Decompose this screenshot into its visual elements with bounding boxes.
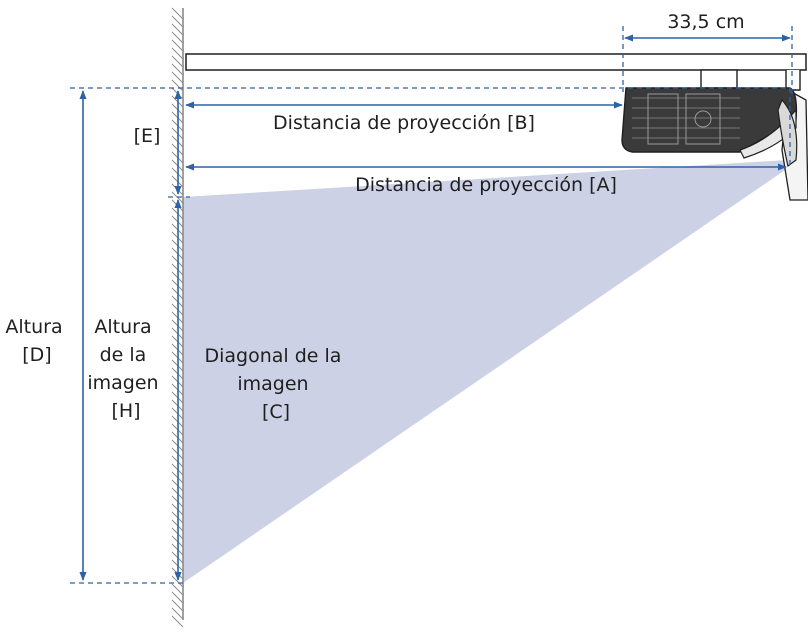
hatch-stroke bbox=[171, 55, 184, 68]
projector-body bbox=[621, 87, 798, 168]
hatch-stroke bbox=[171, 575, 184, 588]
hatch-stroke bbox=[171, 15, 184, 28]
hatch-stroke bbox=[171, 591, 184, 604]
width-dimension-label: 33,5 cm bbox=[667, 11, 744, 33]
ceiling-bar bbox=[185, 53, 807, 71]
throw-distance-b-label: Distancia de proyección [B] bbox=[273, 112, 535, 134]
throw-distance-a-label: Distancia de proyección [A] bbox=[355, 174, 617, 196]
dimension-lines bbox=[79, 34, 791, 581]
hatch-stroke bbox=[171, 63, 184, 76]
hatch-stroke bbox=[171, 599, 184, 612]
hatch-stroke bbox=[171, 31, 184, 44]
reference-lines bbox=[70, 26, 793, 584]
offset-e-label: [E] bbox=[134, 125, 161, 147]
hatch-stroke bbox=[171, 615, 184, 628]
hatch-stroke bbox=[171, 583, 184, 596]
hatch-stroke bbox=[171, 39, 184, 52]
hatch-stroke bbox=[171, 23, 184, 36]
height-d-label: Altura [D] bbox=[5, 316, 68, 366]
hatch-stroke bbox=[171, 79, 184, 92]
hatch-stroke bbox=[171, 71, 184, 84]
projection-beam bbox=[183, 160, 788, 583]
image-height-h-label: Altura de la imagen [H] bbox=[87, 316, 164, 422]
projector-lens bbox=[777, 98, 798, 168]
image-diagonal-c-label: Diagonal de la imagen [C] bbox=[205, 345, 348, 423]
hatch-stroke bbox=[171, 607, 184, 620]
hatch-stroke bbox=[171, 7, 184, 20]
hatch-stroke bbox=[171, 47, 184, 60]
